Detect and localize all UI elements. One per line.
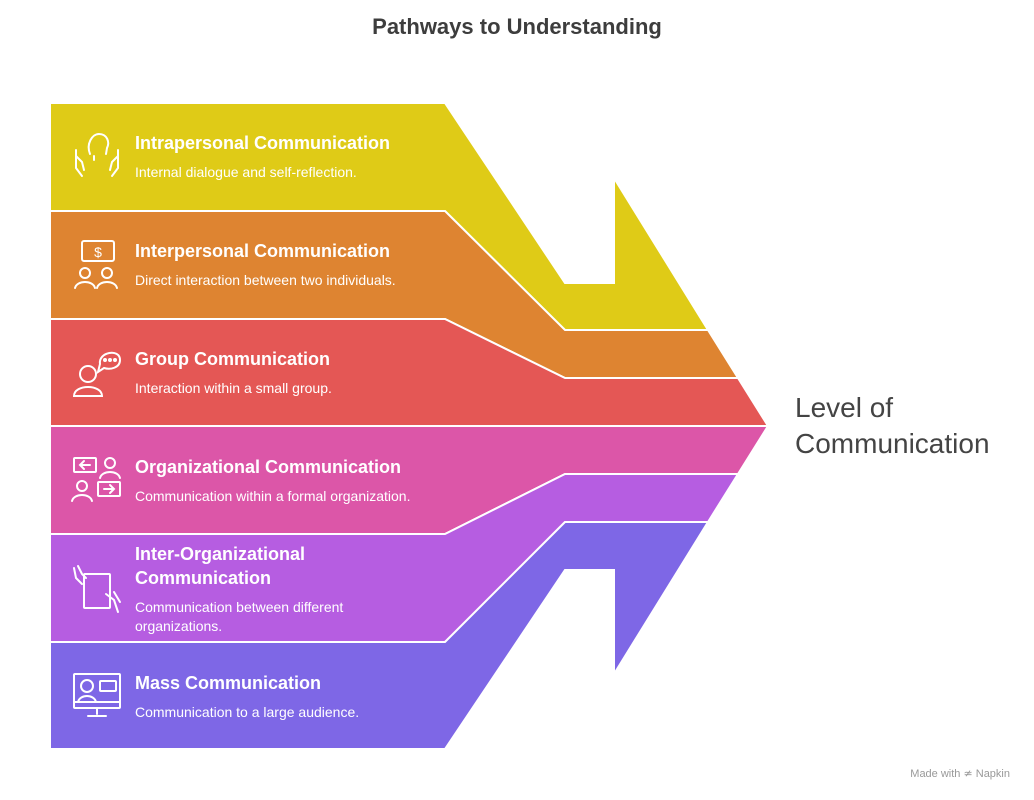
svg-text:$: $	[94, 244, 102, 260]
level-interpersonal: Interpersonal Communication Direct inter…	[135, 239, 435, 290]
level-description: Communication within a formal organizati…	[135, 488, 411, 504]
tablet-hands-icon	[73, 565, 121, 613]
band-mass	[49, 521, 710, 750]
level-description: Internal dialogue and self-reflection.	[135, 164, 357, 180]
level-mass: Mass Communication Communication to a la…	[135, 671, 435, 722]
level-title: Group Communication	[135, 349, 330, 369]
target-label: Level of Communication	[795, 392, 990, 459]
diagram-title: Pathways to Understanding	[372, 14, 662, 39]
self-reflection-icon	[75, 133, 119, 177]
person-speech-bubble-icon	[72, 351, 122, 397]
level-description: Communication between different organiza…	[135, 599, 344, 634]
level-title: Intrapersonal Communication	[135, 133, 391, 153]
broadcast-monitor-icon	[73, 673, 121, 717]
level-organizational: Organizational Communication Communicati…	[135, 455, 435, 506]
level-intrapersonal: Intrapersonal Communication Internal dia…	[135, 131, 435, 182]
level-title: Mass Communication	[135, 673, 322, 693]
level-title: Organizational Communication	[135, 457, 402, 477]
napkin-watermark: Made with ≄ Napkin	[910, 768, 1010, 780]
two-people-chat-icon: $	[74, 240, 118, 289]
level-description: Direct interaction between two individua…	[135, 272, 396, 288]
level-inter-organizational: Inter-Organizational Communication Commu…	[135, 542, 385, 636]
level-description: Communication to a large audience.	[135, 704, 360, 720]
level-description: Interaction within a small group.	[135, 380, 332, 396]
level-title: Interpersonal Communication	[135, 241, 391, 261]
exchange-messages-icon	[71, 457, 121, 502]
level-group: Group Communication Interaction within a…	[135, 347, 435, 398]
level-title: Inter-Organizational Communication	[135, 544, 306, 588]
